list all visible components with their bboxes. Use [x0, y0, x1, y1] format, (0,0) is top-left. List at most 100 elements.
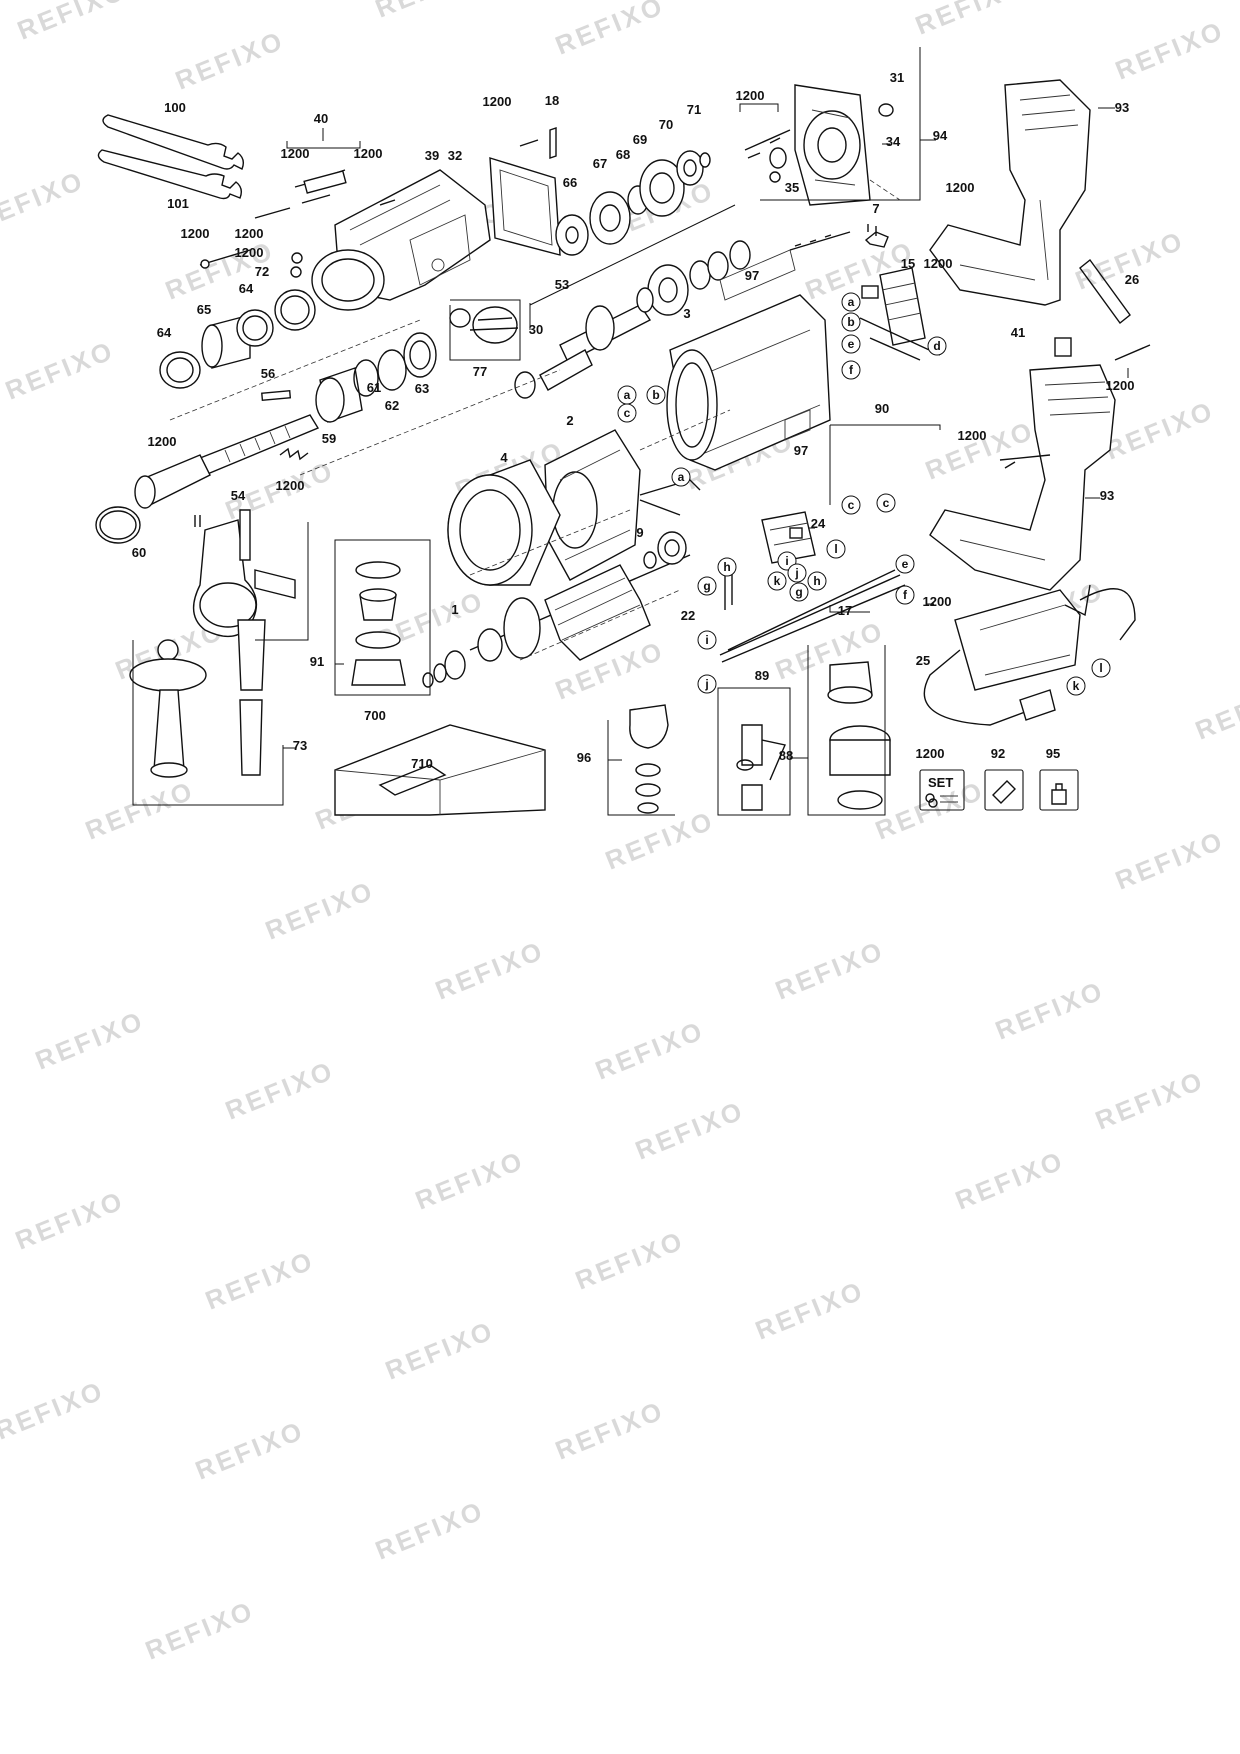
- watermark-text: REFIXO: [571, 1225, 689, 1296]
- connection-marker-circle: [841, 334, 861, 354]
- spanner-wrench-101: [97, 149, 243, 200]
- connection-marker-letter: h: [813, 574, 820, 588]
- watermark-text: REFIXO: [1, 335, 119, 406]
- connection-marker-letter: f: [849, 363, 854, 377]
- kit-91: [351, 561, 406, 686]
- connection-marker: h: [807, 571, 827, 591]
- part-callout-c17: 17: [838, 603, 852, 618]
- part-callout-c41: 41: [1011, 325, 1025, 340]
- part-callout-c94: 94: [933, 128, 948, 143]
- connection-marker-letter: l: [834, 542, 837, 556]
- part-callout-c89: 89: [755, 668, 769, 683]
- connection-marker-letter: j: [704, 677, 708, 691]
- part-callout-c64a: 64: [157, 325, 172, 340]
- connection-marker: i: [697, 630, 717, 650]
- watermark-text: REFIXO: [31, 1005, 149, 1076]
- watermark-text: REFIXO: [261, 875, 379, 946]
- part-callout-c1: 1: [451, 602, 458, 617]
- connection-marker-circle: [841, 495, 861, 515]
- connection-marker: k: [767, 571, 787, 591]
- part-callout-c30: 30: [529, 322, 543, 337]
- connection-marker-letter: g: [795, 585, 802, 599]
- connection-marker-letter: l: [1099, 661, 1102, 675]
- connection-marker-circle: [841, 292, 861, 312]
- part-callout-c22: 22: [681, 608, 695, 623]
- connection-marker: b: [841, 312, 861, 332]
- connection-marker-circle: [671, 467, 691, 487]
- kit-96: [629, 704, 669, 814]
- carrying-case-700: [334, 724, 546, 816]
- part-callout-c710: 710: [411, 756, 433, 771]
- connection-marker-circle: [895, 554, 915, 574]
- connection-marker-letter: c: [848, 498, 855, 512]
- watermark-text: REFIXO: [551, 1395, 669, 1466]
- connection-marker-letter: e: [848, 337, 855, 351]
- part-callout-c32: 32: [448, 148, 462, 163]
- connection-marker: a: [617, 385, 637, 405]
- part-callout-c70: 70: [659, 117, 673, 132]
- part-callout-c24: 24: [811, 516, 826, 531]
- connection-marker: h: [717, 557, 737, 577]
- part-callout-c72: 72: [255, 264, 269, 279]
- connection-marker-letter: j: [794, 566, 798, 580]
- watermark-text: REFIXO: [371, 1495, 489, 1566]
- watermark-text: REFIXO: [1111, 15, 1229, 86]
- part-callout-s4: 1200: [354, 146, 383, 161]
- connection-marker-circle: [807, 571, 827, 591]
- watermark-text: REFIXO: [951, 1145, 1069, 1216]
- part-callout-c62: 62: [385, 398, 399, 413]
- part-callout-c100: 100: [164, 100, 186, 115]
- part-callout-c66: 66: [563, 175, 577, 190]
- part-callout-c53: 53: [555, 277, 569, 292]
- part-callout-c25: 25: [916, 653, 930, 668]
- connection-marker-circle: [767, 571, 787, 591]
- watermark-text: REFIXO: [0, 165, 89, 236]
- brackets-and-leaders: [132, 47, 941, 816]
- watermark-text: REFIXO: [221, 1055, 339, 1126]
- part-callout-c700: 700: [364, 708, 386, 723]
- connection-marker-circle: [826, 539, 846, 559]
- connection-marker-circle: [895, 585, 915, 605]
- watermark-text: REFIXO: [431, 935, 549, 1006]
- part-callout-s1: 1200: [483, 94, 512, 109]
- part-callout-c92: 92: [991, 746, 1005, 761]
- watermark-text: REFIXO: [381, 1315, 499, 1386]
- part-callout-c3: 3: [683, 306, 690, 321]
- connection-marker: c: [841, 495, 861, 515]
- watermark-text: REFIXO: [0, 1375, 109, 1446]
- watermark-text: REFIXO: [1191, 675, 1240, 746]
- screws-1200-group: [199, 169, 396, 278]
- part-callout-c9: 9: [636, 525, 643, 540]
- watermark-text: REFIXO: [81, 775, 199, 846]
- part-callout-s15: 1200: [148, 434, 177, 449]
- part-callout-c101: 101: [167, 196, 189, 211]
- watermark-text: REFIXO: [751, 1275, 869, 1346]
- part-callout-c56: 56: [261, 366, 275, 381]
- connection-marker-circle: [927, 336, 947, 356]
- connection-marker: b: [646, 385, 666, 405]
- connection-marker-letter: b: [652, 388, 659, 402]
- motor-housing-3: [666, 249, 831, 471]
- cable-wires-17-22: [719, 565, 906, 663]
- connection-marker-circle: [789, 582, 809, 602]
- watermark-text: REFIXO: [591, 1015, 709, 1086]
- stator-2: [544, 429, 701, 581]
- connection-marker-circle: [697, 630, 717, 650]
- watermark-text: REFIXO: [13, 0, 131, 46]
- kit-88: [827, 661, 891, 810]
- watermark-text: REFIXO: [1111, 825, 1229, 896]
- connection-marker: l: [1091, 658, 1111, 678]
- power-cable-25: [923, 584, 1136, 726]
- part-callout-c93a: 93: [1115, 100, 1129, 115]
- part-callout-s5: 1200: [181, 226, 210, 241]
- part-callout-c91: 91: [310, 654, 324, 669]
- part-callout-s14: 1200: [916, 746, 945, 761]
- connection-marker-circle: [787, 563, 807, 583]
- connection-marker: j: [697, 674, 717, 694]
- connection-marker-circle: [617, 403, 637, 423]
- watermark-text: REFIXO: [551, 0, 669, 61]
- part-callout-c71: 71: [687, 102, 701, 117]
- connection-marker-letter: d: [933, 339, 940, 353]
- grease-tube-92-icon: [984, 769, 1024, 811]
